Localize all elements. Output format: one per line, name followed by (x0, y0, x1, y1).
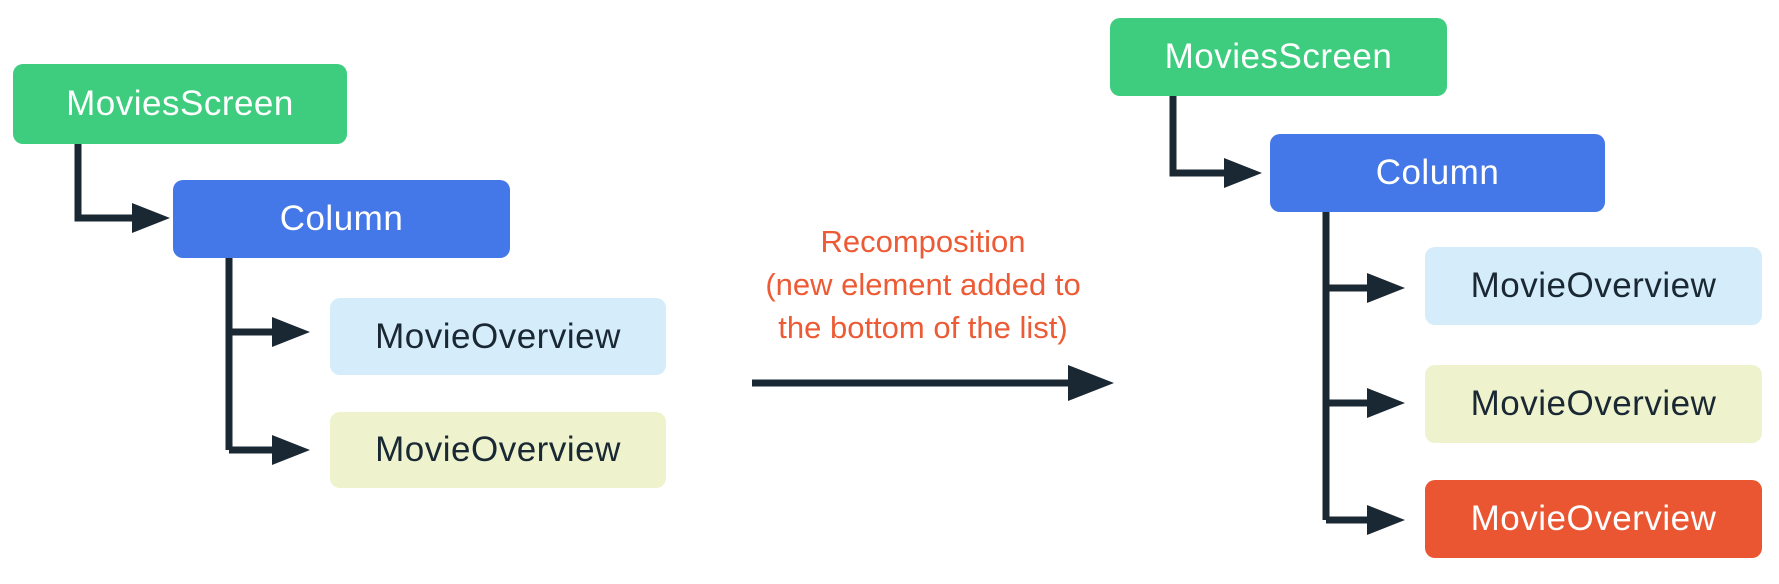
annotation-line-1: Recomposition (820, 224, 1026, 259)
left-connector-column-spine (225, 258, 310, 465)
recomposition-arrow (752, 365, 1114, 401)
left-node-moviesscreen: MoviesScreen (13, 64, 347, 144)
right-connector-moviesscreen-to-column (1169, 96, 1262, 188)
annotation-line-3: the bottom of the list) (778, 309, 1068, 345)
right-node-column: Column (1270, 134, 1605, 212)
right-node-moviesscreen: MoviesScreen (1110, 18, 1447, 96)
right-node-movieoverview-3-new: MovieOverview (1425, 480, 1762, 558)
left-node-movieoverview-2: MovieOverview (330, 412, 666, 488)
recomposition-annotation: Recomposition (new element added to the … (640, 221, 1206, 349)
left-node-column: Column (173, 180, 510, 258)
right-node-movieoverview-2: MovieOverview (1425, 365, 1762, 443)
left-connector-moviesscreen-to-column (74, 144, 170, 233)
annotation-line-2: (new element added to (765, 266, 1081, 302)
right-node-movieoverview-1: MovieOverview (1425, 247, 1762, 325)
left-node-movieoverview-1: MovieOverview (330, 298, 666, 375)
right-connector-column-spine (1322, 212, 1405, 535)
